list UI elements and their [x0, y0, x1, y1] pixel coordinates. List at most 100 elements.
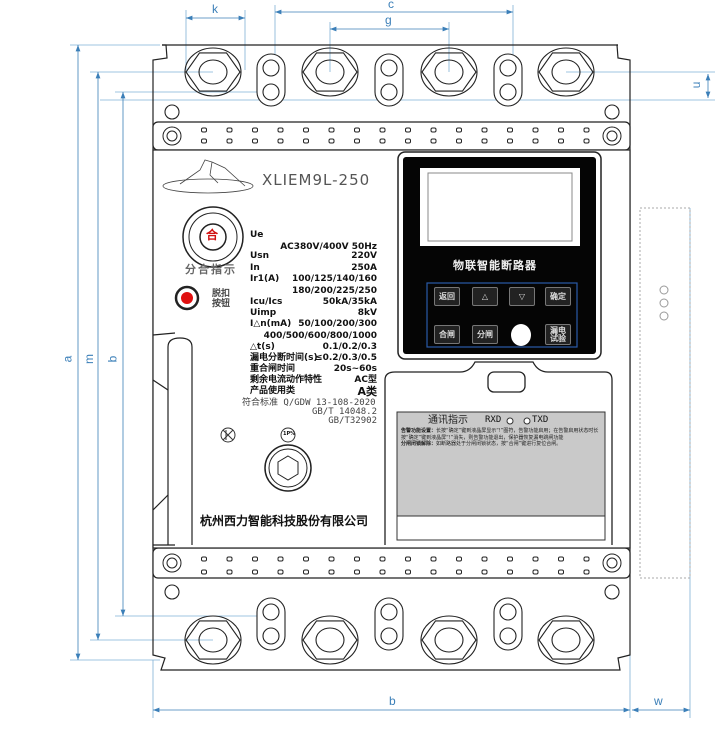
vent-dot	[405, 127, 411, 133]
vent-dot	[201, 138, 207, 144]
vent-dot	[277, 556, 284, 562]
vent-dot	[226, 127, 233, 133]
dim-m: m	[82, 354, 96, 364]
dot-strips	[162, 126, 622, 575]
alarm-setting-head: 告警功能设置：	[401, 428, 437, 434]
terminal-screw-pair	[256, 597, 286, 651]
mount-hole	[162, 553, 182, 573]
mount-hole	[602, 126, 622, 146]
vent-dot	[481, 127, 488, 133]
vent-dot	[277, 569, 284, 575]
vent-dot	[430, 556, 437, 562]
vent-dot	[252, 138, 258, 144]
vent-dot	[354, 138, 360, 144]
vent-dot	[558, 556, 564, 562]
spec-label: Usn	[250, 251, 270, 261]
close-indicator-char: 合	[206, 228, 219, 242]
back-button[interactable]: 返回	[434, 287, 460, 306]
dim-g: g	[385, 13, 392, 27]
spec-value: 180/200/225/250	[291, 286, 377, 296]
spec-label: I△n(mA)	[250, 319, 292, 329]
vent-dot	[430, 569, 437, 575]
txd-label: TXD	[532, 415, 549, 425]
spec-label: Uimp	[250, 308, 277, 318]
vent-dot	[558, 569, 564, 575]
spec-value: ≤0.2/0.3/0.5	[315, 353, 377, 363]
spec-value: 220V	[351, 251, 377, 261]
spec-value: A类	[357, 385, 377, 398]
spec-label: Ir1(A)	[250, 274, 280, 284]
vent-dot	[354, 569, 360, 575]
spec-label: 产品使用类	[250, 386, 296, 396]
vent-dot	[303, 138, 309, 144]
dim-k: k	[212, 2, 218, 16]
spec-value: 50/100/200/300	[298, 319, 377, 329]
vent-dot	[226, 569, 233, 575]
trip-button-label: 脱扣按钮	[212, 289, 230, 309]
vent-dot	[558, 138, 564, 144]
mount-hole	[164, 104, 180, 120]
vent-dot	[303, 556, 309, 562]
spec-value: 8kV	[357, 308, 377, 318]
vent-dot	[456, 569, 462, 575]
close-button[interactable]: 合闸	[434, 325, 460, 344]
spec-value: AC380V/400V 50Hz	[280, 242, 377, 252]
terminals	[164, 47, 620, 665]
vent-dot	[303, 127, 309, 133]
terminal-nut	[537, 615, 595, 665]
standard-3: GB/T32902	[328, 416, 377, 426]
terminal-nut	[184, 47, 242, 97]
company-name: 杭州西力智能科技股份有限公司	[200, 514, 369, 528]
label-plate	[396, 411, 606, 517]
terminal-screw-pair	[493, 53, 523, 107]
spec-label: In	[250, 263, 260, 273]
terminal-nut	[301, 615, 359, 665]
vent-dot	[379, 138, 386, 144]
vent-dot	[507, 569, 513, 575]
lock-release-head: 分闸闭锁解除：	[401, 441, 437, 447]
dim-a: a	[60, 355, 75, 363]
vent-dot	[405, 569, 411, 575]
vent-dot	[379, 569, 386, 575]
vent-dot	[456, 138, 462, 144]
open-button[interactable]: 分闸	[472, 325, 498, 344]
vent-dot	[354, 127, 360, 133]
up-button[interactable]: △	[472, 287, 498, 306]
vent-dot	[252, 569, 258, 575]
spec-label: 重合闸时间	[250, 364, 296, 374]
down-button[interactable]: ▽	[509, 287, 535, 306]
vent-dot	[226, 138, 233, 144]
trip-label-2: 按钮	[212, 299, 231, 309]
comm-indicator-title: 通讯指示	[428, 415, 468, 426]
model-number: XLIEM9L-250	[262, 171, 371, 189]
operating-handle	[152, 332, 193, 546]
terminal-screw-pair	[256, 53, 286, 107]
vent-dot	[354, 556, 360, 562]
dimension-lines	[70, 5, 715, 718]
vent-dot	[201, 569, 207, 575]
vent-dot	[201, 127, 207, 133]
terminal-screw-pair	[493, 597, 523, 651]
confirm-button[interactable]: 确定	[545, 287, 571, 306]
vent-dot	[379, 556, 386, 562]
brand-logo	[162, 159, 254, 194]
side-outline	[639, 207, 691, 579]
dim-n: n	[690, 81, 705, 89]
indicator-led	[511, 324, 531, 346]
spec-value: 250A	[351, 263, 377, 273]
terminal-nut	[537, 47, 595, 97]
vent-dot	[507, 138, 513, 144]
panel-title: 物联智能断路器	[453, 259, 537, 272]
spec-label: Ue	[250, 230, 264, 240]
vent-dot	[405, 556, 411, 562]
vent-dot	[481, 556, 488, 562]
leak-test-button[interactable]: 漏电试验	[545, 324, 571, 345]
symbol-circle	[280, 427, 296, 443]
vent-dot	[328, 556, 335, 562]
terminal-screw-pair	[374, 53, 404, 107]
vent-dot	[328, 569, 335, 575]
vent-dot	[532, 138, 539, 144]
mount-hole	[164, 584, 180, 600]
vent-dot	[252, 127, 258, 133]
